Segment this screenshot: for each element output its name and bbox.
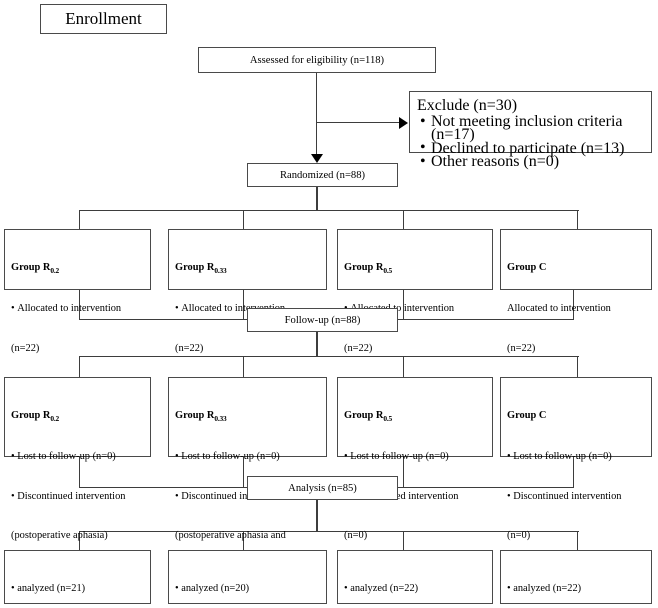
followup-line: (postoperative aphasia and [175, 530, 286, 542]
followup-line: Lost to follow-up (n=0) [175, 450, 320, 463]
analysis-detail-bus [79, 531, 579, 533]
arrowhead-randomized [311, 154, 323, 163]
followup-line: (postoperative aphasia) [11, 530, 108, 542]
allocation-drop-1 [79, 210, 81, 230]
allocation-group-label: Group R0.2 [11, 262, 60, 275]
analysis-line: analyzed (n=22) [507, 582, 645, 595]
analysis-box: Analysis (n=85) [247, 476, 398, 500]
analysis-collector-right [396, 487, 574, 489]
followup-detail-drop-4 [577, 356, 579, 377]
connector-randomized-stem [316, 187, 318, 211]
allocation-drop-3 [403, 210, 405, 230]
analysis-detail-drop-3 [403, 531, 405, 551]
followup-detail-box-group-c: Group C Lost to follow-up (n=0) Disconti… [500, 377, 652, 541]
connector-to-exclude [316, 122, 400, 124]
allocation-line: Allocated to intervention [507, 303, 611, 315]
allocation-box-group-r02: Group R0.2 Allocated to intervention (n=… [4, 229, 151, 354]
allocation-box-group-c: Group C Allocated to intervention (n=22) [500, 229, 652, 354]
followup-detail-drop-1 [79, 356, 81, 377]
allocation-drop-2 [243, 210, 245, 230]
followup-line: (n=0) [507, 530, 531, 542]
randomized-label: Randomized (n=88) [279, 169, 366, 181]
analysis-detail-box-group-r033: analyzed (n=20) excluded from analysis (… [168, 550, 327, 604]
followup-group-label: Group C [507, 410, 547, 422]
analysis-detail-box-group-c: analyzed (n=22) excluded from analysis (… [500, 550, 652, 604]
analysis-detail-box-group-r02: analyzed (n=21) excluded from analysis (… [4, 550, 151, 604]
followup-riser-3 [403, 457, 405, 488]
followup-label: Follow-up (n=88) [284, 314, 361, 326]
followup-line: Discontinued intervention [11, 490, 144, 503]
allocation-line: (n=22) [507, 342, 536, 354]
arrowhead-exclude [399, 117, 408, 129]
enrollment-header-label: Enrollment [65, 9, 142, 28]
allocation-group-label: Group R0.33 [175, 262, 227, 275]
allocation-line: (n=22) [344, 342, 373, 354]
exclusion-heading: Exclude (n=30) [417, 97, 518, 114]
allocation-bus [79, 210, 579, 212]
allocation-line: Allocated to intervention [11, 302, 144, 315]
enrollment-header-box: Enrollment [40, 4, 167, 34]
connector-assessed-to-randomized [316, 73, 318, 158]
analysis-detail-drop-4 [577, 531, 579, 551]
followup-riser-2 [243, 457, 245, 488]
allocation-line: (n=22) [11, 342, 40, 354]
analysis-line: analyzed (n=20) [175, 582, 320, 595]
allocation-drop-4 [577, 210, 579, 230]
allocation-riser-4 [573, 290, 575, 320]
followup-detail-box-group-r033: Group R0.33 Lost to follow-up (n=0) Disc… [168, 377, 327, 581]
exclusion-reason-item: Other reasons (n=0) [420, 153, 644, 170]
analysis-detail-drop-1 [79, 531, 81, 551]
followup-detail-box-group-r05: Group R0.5 Lost to follow-up (n=0) Disco… [337, 377, 493, 541]
analysis-label: Analysis (n=85) [288, 482, 357, 494]
followup-collector-right [396, 319, 574, 321]
allocation-group-label: Group C [507, 262, 547, 274]
followup-detail-drop-3 [403, 356, 405, 377]
followup-line: Lost to follow-up (n=0) [11, 450, 144, 463]
analysis-line: analyzed (n=22) [344, 582, 486, 595]
followup-line: (n=0) [344, 530, 368, 542]
followup-group-label: Group R0.5 [344, 410, 393, 423]
allocation-box-group-r05: Group R0.5 Allocated to intervention (n=… [337, 229, 493, 354]
followup-collector-left [79, 319, 249, 321]
followup-line: Lost to follow-up (n=0) [344, 450, 486, 463]
allocation-box-group-r033: Group R0.33 Allocated to intervention (n… [168, 229, 327, 354]
allocation-group-label: Group R0.5 [344, 262, 393, 275]
exclusion-reason-list: Not meeting inclusion criteria (n=17) De… [417, 114, 644, 170]
analysis-line: analyzed (n=21) [11, 582, 144, 595]
followup-detail-bus [79, 356, 579, 358]
followup-group-label: Group R0.2 [11, 410, 60, 423]
analysis-collector-left [79, 487, 249, 489]
exclusion-reason-item: Not meeting inclusion criteria (n=17) [420, 114, 644, 143]
analysis-detail-box-group-r05: analyzed (n=22) excluded from analysis (… [337, 550, 493, 604]
exclusion-box: Exclude (n=30) Not meeting inclusion cri… [409, 91, 652, 170]
connector-analysis-stem [316, 500, 318, 532]
followup-detail-box-group-r02: Group R0.2 Lost to follow-up (n=0) Disco… [4, 377, 151, 581]
followup-riser-4 [573, 457, 575, 488]
followup-line: Lost to follow-up (n=0) [507, 450, 645, 463]
assessed-for-eligibility-box: Assessed for eligibility (n=118) [198, 47, 436, 73]
randomized-box: Randomized (n=88) [247, 163, 398, 187]
allocation-line: (n=22) [175, 342, 204, 354]
followup-riser-1 [79, 457, 81, 488]
followup-line: Discontinued intervention [507, 490, 645, 503]
assessed-for-eligibility-label: Assessed for eligibility (n=118) [249, 54, 385, 66]
followup-group-label: Group R0.33 [175, 410, 227, 423]
connector-followup-stem [316, 332, 318, 357]
followup-detail-drop-2 [243, 356, 245, 377]
analysis-detail-drop-2 [243, 531, 245, 551]
followup-box: Follow-up (n=88) [247, 308, 398, 332]
